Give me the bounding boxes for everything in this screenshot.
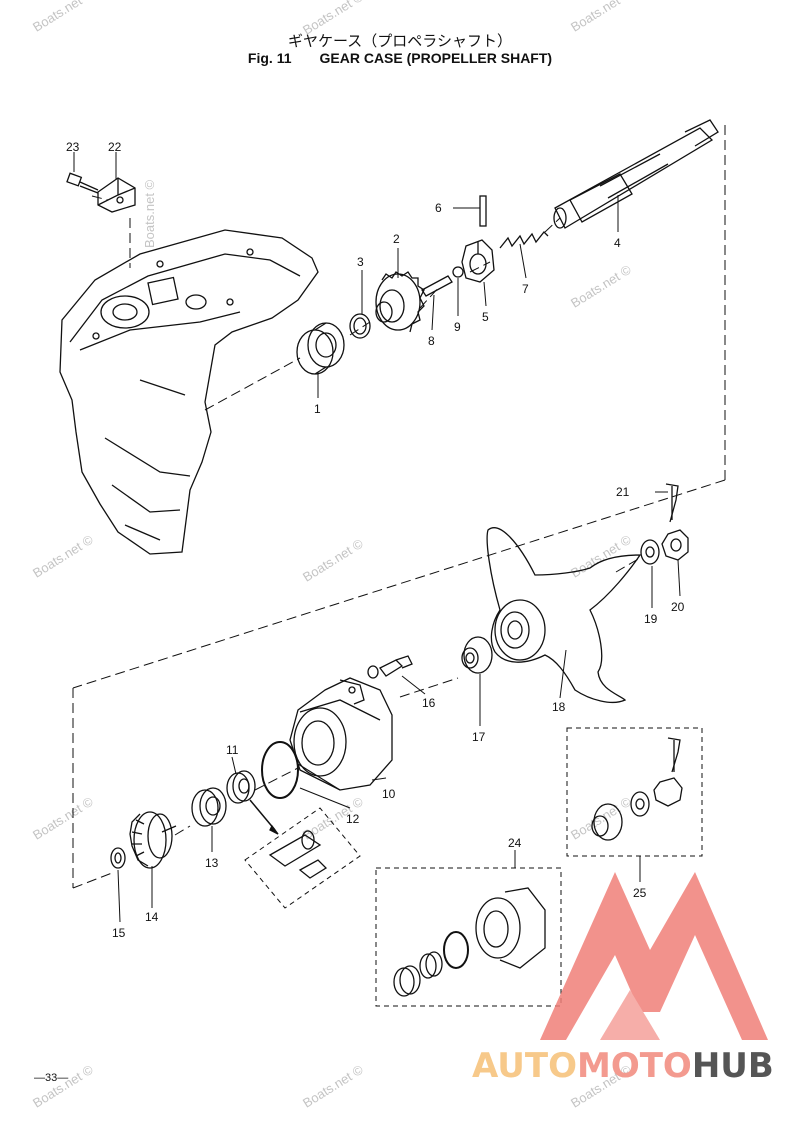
part-label-21: 21 bbox=[616, 485, 630, 499]
part-label-9: 9 bbox=[454, 320, 461, 334]
part-label-7: 7 bbox=[522, 282, 529, 296]
brand-logo-moto: MOTO bbox=[576, 1046, 692, 1086]
part-label-23: 23 bbox=[66, 140, 80, 154]
o-ring-12 bbox=[261, 741, 299, 799]
part-label-16: 16 bbox=[422, 696, 436, 710]
part-label-14: 14 bbox=[145, 910, 159, 924]
thrust-washer-17 bbox=[461, 636, 493, 674]
brand-triangle-logo bbox=[540, 872, 768, 1040]
reverse-gear-14 bbox=[129, 811, 177, 869]
part-label-11: 11 bbox=[226, 743, 239, 757]
figure-title: GEAR CASE (PROPELLER SHAFT) bbox=[319, 50, 553, 66]
part-label-17: 17 bbox=[472, 730, 486, 744]
washer-19 bbox=[640, 539, 660, 565]
spring-7 bbox=[499, 231, 549, 249]
part-label-25: 25 bbox=[633, 886, 647, 900]
shim-15 bbox=[110, 847, 126, 869]
ball-9 bbox=[452, 266, 464, 278]
propeller-shaft-4 bbox=[553, 119, 719, 229]
bearing-1 bbox=[296, 322, 345, 375]
part-label-1: 1 bbox=[314, 402, 321, 416]
forward-gear-2 bbox=[375, 271, 425, 333]
bolt-16 bbox=[367, 655, 413, 679]
bearing-11 bbox=[226, 770, 256, 804]
nut-20 bbox=[661, 529, 689, 561]
cotter-pin-21 bbox=[665, 483, 679, 523]
part-label-24: 24 bbox=[508, 836, 522, 850]
bearing-housing-10 bbox=[289, 677, 393, 791]
part-label-10: 10 bbox=[382, 787, 396, 801]
dashed-reference-lines bbox=[72, 125, 726, 889]
part-label-19: 19 bbox=[644, 612, 658, 626]
part-label-4: 4 bbox=[614, 236, 621, 250]
part-label-6: 6 bbox=[435, 201, 442, 215]
shim-3 bbox=[349, 313, 371, 339]
push-rod-8 bbox=[421, 275, 453, 297]
propeller-18 bbox=[486, 527, 642, 704]
part-label-22: 22 bbox=[108, 140, 122, 154]
anode-22 bbox=[97, 177, 136, 213]
bearing-13 bbox=[191, 787, 227, 827]
gear-case-housing bbox=[59, 229, 319, 555]
kit-25-box bbox=[566, 727, 703, 857]
page-title-japanese: ギヤケース（プロペラシャフト） bbox=[288, 32, 512, 50]
part-label-20: 20 bbox=[671, 600, 685, 614]
part-label-15: 15 bbox=[112, 926, 126, 940]
page-title: Fig. 11 GEAR CASE (PROPELLER SHAFT) bbox=[0, 50, 800, 66]
kit-24-box bbox=[375, 867, 562, 1007]
part-label-8: 8 bbox=[428, 334, 435, 348]
leader-lines bbox=[73, 152, 681, 923]
brand-logo-auto: AUTO bbox=[472, 1046, 577, 1086]
page-number: —33— bbox=[34, 1072, 69, 1084]
clutch-5 bbox=[461, 239, 495, 283]
bolt-23 bbox=[66, 172, 99, 194]
brand-logo-hub: HUB bbox=[691, 1046, 774, 1086]
part-label-18: 18 bbox=[552, 700, 566, 714]
part-label-5: 5 bbox=[482, 310, 489, 324]
figure-number: Fig. 11 bbox=[247, 50, 292, 66]
pin-6 bbox=[479, 195, 487, 227]
part-label-13: 13 bbox=[205, 856, 219, 870]
part-label-2: 2 bbox=[393, 232, 400, 246]
part-label-12: 12 bbox=[346, 812, 360, 826]
brand-logo: AUTOMOTOHUB bbox=[472, 1046, 774, 1086]
seal-detail-box bbox=[244, 799, 361, 909]
part-label-3: 3 bbox=[357, 255, 364, 269]
